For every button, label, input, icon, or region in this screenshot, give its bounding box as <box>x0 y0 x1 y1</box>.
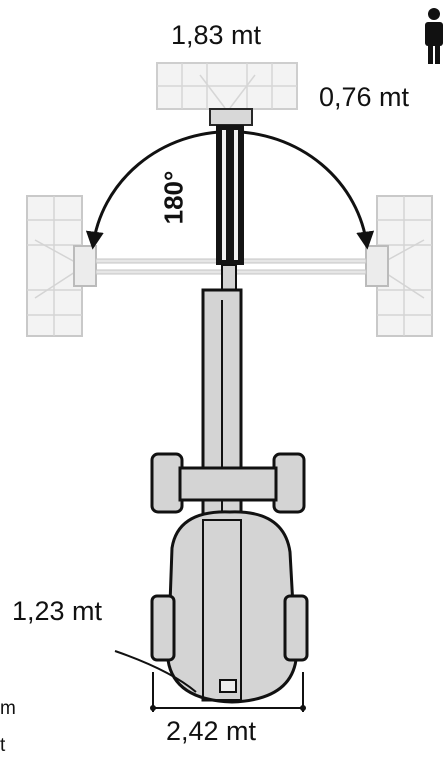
width-dimension-line <box>150 672 306 712</box>
cropped-label-1: m <box>0 699 16 718</box>
basket-right-position <box>235 195 433 337</box>
front-axle <box>150 452 306 514</box>
chassis <box>150 510 309 704</box>
boom-upper <box>216 125 244 292</box>
turning-radius-line <box>114 650 197 693</box>
overall-width-label: 2,42 mt <box>166 716 257 746</box>
basket-depth-label: 0,76 mt <box>319 82 410 112</box>
rotation-angle-label: 180° <box>158 170 189 225</box>
basket-left-position <box>26 195 229 337</box>
basket-width-label: 1,83 mt <box>171 20 262 50</box>
person-silhouette-icon <box>425 8 443 64</box>
basket-top-position <box>156 62 298 126</box>
turning-radius-label: 1,23 mt <box>12 596 103 626</box>
cropped-label-2: t <box>0 736 6 755</box>
